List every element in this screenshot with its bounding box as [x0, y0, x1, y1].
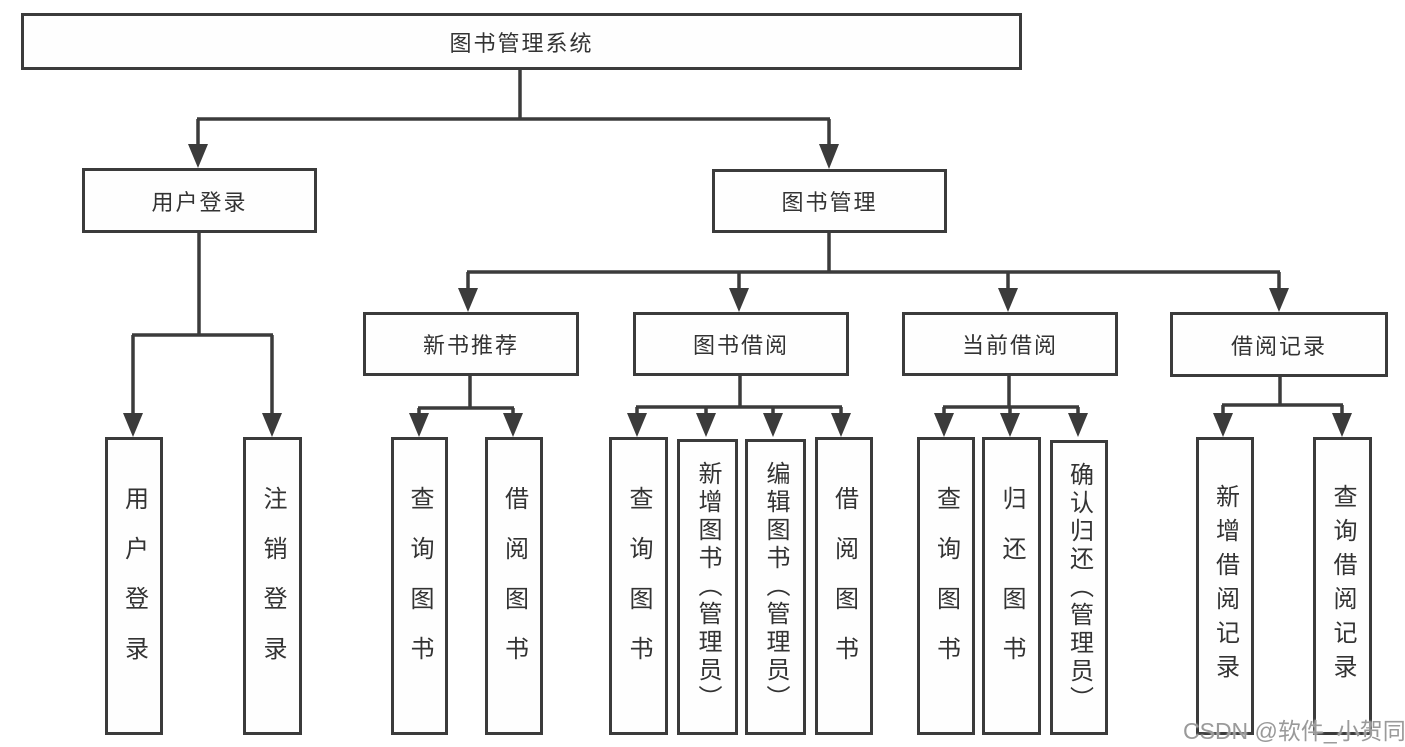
arrowhead: [729, 288, 749, 312]
leaf-borrow-books-2: 借阅图书: [815, 437, 873, 735]
leaf-add-borrow-record: 新增借阅记录: [1196, 437, 1254, 735]
arrowhead: [409, 413, 429, 437]
leaf-return-books: 归还图书: [982, 437, 1041, 735]
leaf-query-books-2: 查询图书: [609, 437, 668, 735]
arrowhead: [696, 413, 716, 437]
node-new-book-recommend: 新书推荐: [363, 312, 579, 376]
arrowhead: [123, 413, 143, 437]
connector-user-login-branch: [131, 231, 274, 416]
node-user-login: 用户登录: [82, 168, 317, 233]
arrowhead: [1269, 288, 1289, 312]
node-book-borrowing: 图书借阅: [633, 312, 849, 376]
connector-book-mgmt-branch: [466, 231, 1281, 291]
arrowhead: [763, 413, 783, 437]
arrowhead: [458, 288, 478, 312]
connector-root-to-level2: [196, 70, 831, 146]
arrowhead: [627, 413, 647, 437]
leaf-user-login: 用户登录: [105, 437, 163, 735]
arrowhead: [188, 144, 208, 168]
leaf-confirm-return-admin: 确认归还（管理员）: [1050, 440, 1108, 735]
csdn-watermark: CSDN @软件_小贺同学: [1183, 718, 1405, 744]
arrowhead: [503, 413, 523, 437]
arrowhead: [819, 144, 839, 169]
leaf-logout: 注销登录: [243, 437, 302, 735]
arrowhead: [1068, 413, 1088, 437]
leaf-query-borrow-record: 查询借阅记录: [1313, 437, 1372, 735]
arrowhead: [998, 288, 1018, 312]
arrowhead: [831, 413, 851, 437]
arrowhead: [1332, 413, 1352, 437]
arrowhead: [1213, 413, 1233, 437]
node-book-management: 图书管理: [712, 169, 947, 233]
node-root: 图书管理系统: [21, 13, 1022, 70]
arrowhead: [934, 413, 954, 437]
node-borrowing-records: 借阅记录: [1170, 312, 1388, 377]
connector-borrow-record-branch: [1221, 376, 1344, 416]
node-current-borrowing: 当前借阅: [902, 312, 1118, 376]
leaf-query-books-3: 查询图书: [917, 437, 975, 735]
connector-book-borrow-branch: [635, 374, 843, 416]
leaf-add-books-admin: 新增图书（管理员）: [677, 439, 738, 735]
leaf-edit-books-admin: 编辑图书（管理员）: [745, 439, 806, 735]
connector-current-borrow-branch: [942, 374, 1080, 416]
leaf-borrow-books-1: 借阅图书: [485, 437, 543, 735]
arrowhead: [1000, 413, 1020, 437]
connector-new-book-branch: [417, 374, 515, 416]
arrowhead: [262, 413, 282, 437]
leaf-query-books-1: 查询图书: [391, 437, 448, 735]
